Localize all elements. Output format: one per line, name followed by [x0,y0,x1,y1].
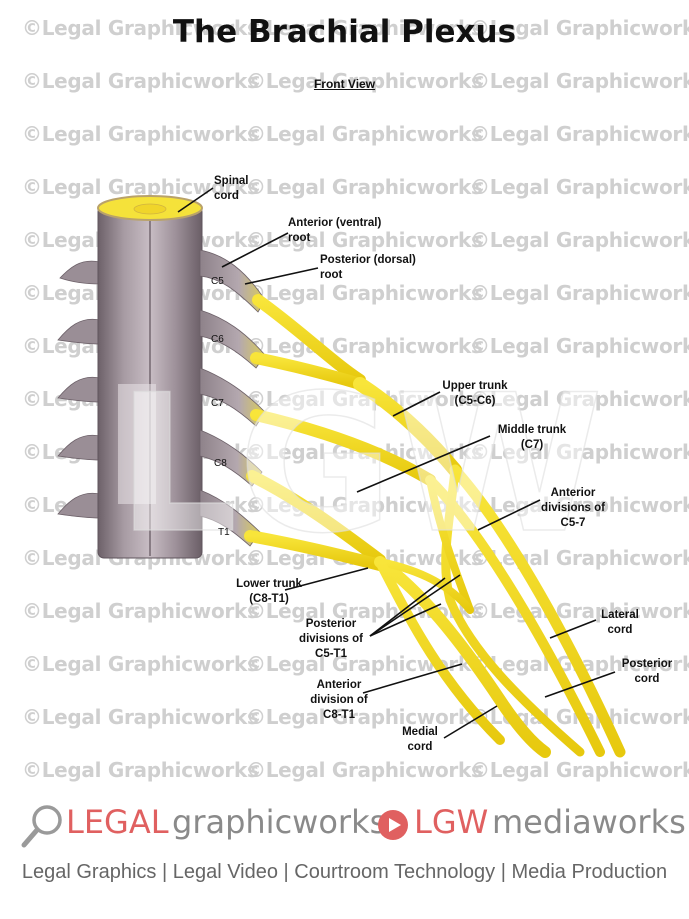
label-anterior-root: Anterior (ventral)root [288,217,382,244]
level-label-c5: C5 [211,276,224,287]
view-subtitle: Front View [313,77,376,91]
watermark-text: ©Legal Graphicworks [22,652,259,676]
watermark-text: ©Legal Graphicworks [246,175,483,199]
left-nerve-roots [57,260,101,519]
label-upper-trunk: Upper trunk(C5-C6) [442,380,508,407]
label-lower-trunk: Lower trunk(C8-T1) [236,578,302,605]
watermark-text: ©Legal Graphicworks [22,175,259,199]
watermark-text: ©Legal Graphicworks [470,493,689,517]
watermark-text: ©Legal Graphicworks [470,599,689,623]
level-label-c6: C6 [211,334,224,345]
watermark-text: ©Legal Graphicworks [470,228,689,252]
magnifier-icon [21,805,62,848]
watermark-text: ©Legal Graphicworks [22,599,259,623]
leader-lines [177,187,616,739]
watermark-text: ©Legal Graphicworks [470,69,689,93]
watermark-text: ©Legal Graphicworks [246,69,483,93]
watermark-text: ©Legal Graphicworks [22,758,259,782]
watermark-text: ©Legal Graphicworks [22,69,259,93]
footer-tagline: Legal Graphics | Legal Video | Courtroom… [21,861,668,883]
watermark-text: ©Legal Graphicworks [246,334,483,358]
watermark-text: ©Legal Graphicworks [246,758,483,782]
watermark-text: ©Legal Graphicworks [470,387,689,411]
watermark-text: ©Legal Graphicworks [470,334,689,358]
logo-lgw-text: LGW [414,803,489,841]
watermark-text: ©Legal Graphicworks [22,705,259,729]
page-title: The Brachial Plexus [172,14,517,50]
logo-graphicworks-text: graphicworks [172,803,387,841]
logo-mediaworks-text: mediaworks [492,803,686,841]
watermark-text: ©Legal Graphicworks [246,705,483,729]
watermark-text: ©Legal Graphicworks [470,758,689,782]
watermark-text: ©Legal Graphicworks [22,16,259,40]
watermark-text: ©Legal Graphicworks [246,16,483,40]
watermark-text: ©Legal Graphicworks [470,175,689,199]
play-icon [378,810,408,840]
watermark-text: ©Legal Graphicworks [470,281,689,305]
watermark-text: ©Legal Graphicworks [470,122,689,146]
watermark-text: ©Legal Graphicworks [246,228,483,252]
footer-logo: LEGAL graphicworks LGW mediaworks [0,803,689,848]
label-posterior-root: Posterior (dorsal)root [320,254,416,281]
label-middle-trunk: Middle trunk(C7) [497,424,567,451]
right-nerve-roots [199,249,266,547]
plexus-nerves [244,294,626,758]
level-label-c8: C8 [214,458,227,469]
watermark-text: ©Legal Graphicworks [470,16,689,40]
level-label-t1: T1 [218,527,230,538]
lgw-overlay-mark: LGW [117,354,604,575]
watermark-text: ©Legal Graphicworks [470,546,689,570]
watermark-text: ©Legal Graphicworks [470,440,689,464]
level-label-c7: C7 [211,398,224,409]
watermark-text: ©Legal Graphicworks [246,281,483,305]
watermark-text: ©Legal Graphicworks [22,122,259,146]
watermark-text: ©Legal Graphicworks [246,122,483,146]
logo-legal-text: LEGAL [66,803,169,841]
